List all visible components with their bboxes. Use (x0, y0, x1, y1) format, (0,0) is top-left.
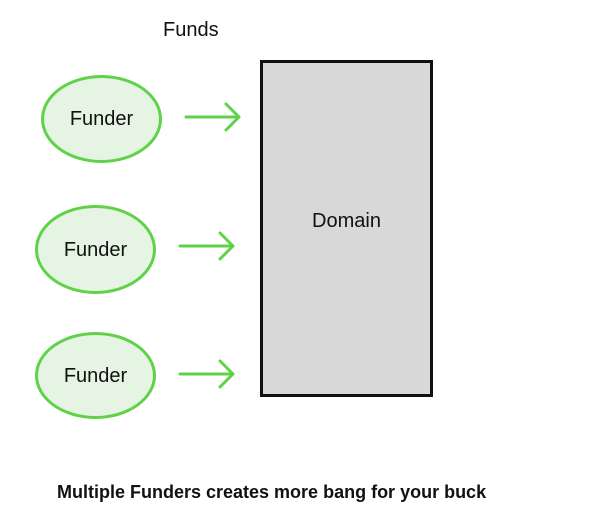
funder-node-2: Funder (35, 205, 156, 294)
funder-node-3: Funder (35, 332, 156, 419)
funder-label: Funder (69, 108, 134, 130)
diagram-caption: Multiple Funders creates more bang for y… (57, 482, 487, 502)
funder-label: Funder (63, 238, 128, 261)
arrow-2 (178, 231, 235, 261)
domain-box: Domain (260, 60, 433, 397)
funder-label: Funder (63, 364, 128, 387)
funds-label: Funds (163, 19, 219, 41)
arrow-3 (178, 359, 235, 389)
arrow-1 (184, 102, 241, 132)
domain-label: Domain (312, 210, 381, 232)
funder-node-1: Funder (41, 75, 162, 163)
